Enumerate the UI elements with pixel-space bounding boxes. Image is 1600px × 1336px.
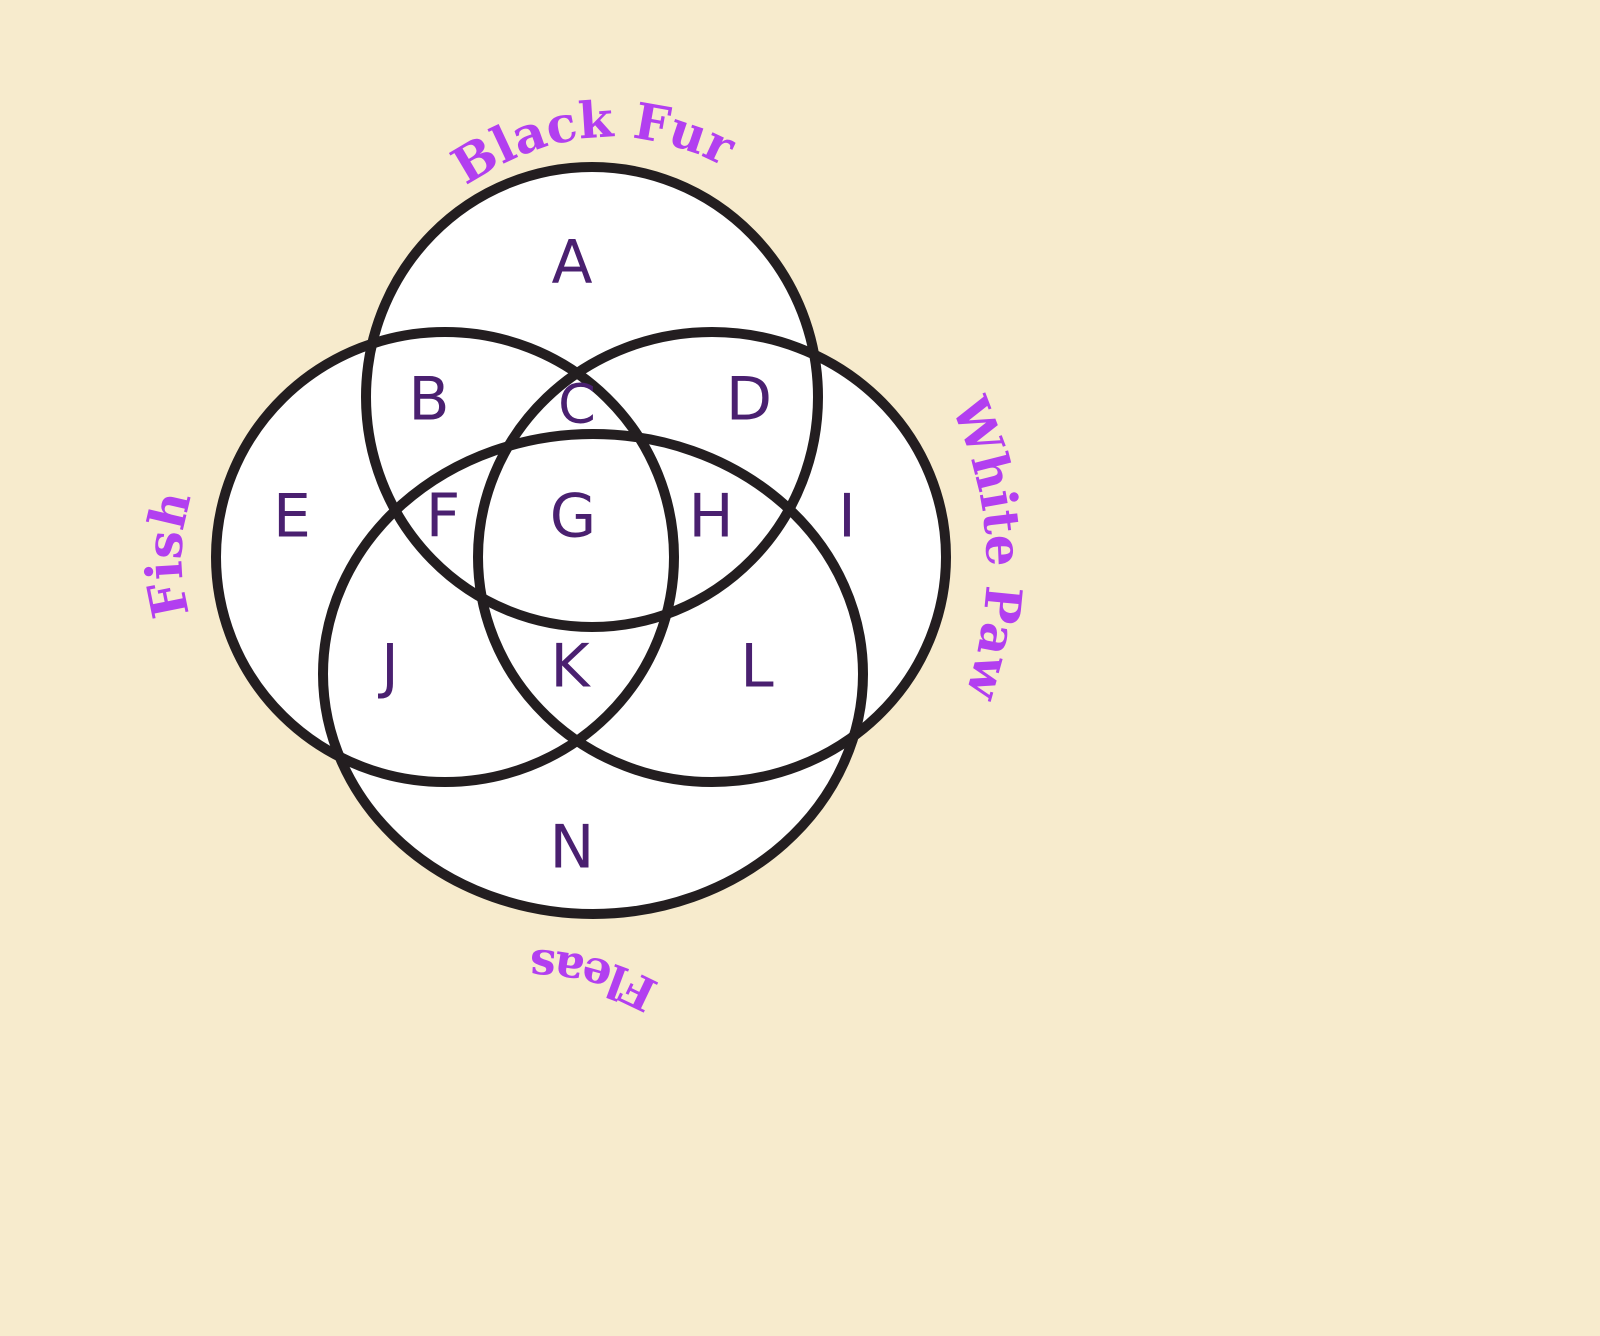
set-label-fish-text: Fish (134, 486, 202, 623)
region-label-d: D (726, 365, 772, 435)
region-label-j: J (377, 632, 399, 702)
black-fur-circle (361, 162, 823, 632)
set-label-white-paw: White Paw (940, 388, 1034, 708)
region-label-k: K (550, 632, 591, 702)
region-label-l: L (740, 632, 774, 702)
fish-circle (211, 327, 679, 787)
white-paw-circle (473, 327, 951, 787)
set-label-fleas: Fleas (528, 939, 665, 1022)
region-label-g: G (550, 482, 597, 552)
region-label-a: A (551, 228, 592, 298)
region-label-n: N (550, 813, 595, 883)
region-label-i: I (838, 482, 856, 552)
fleas-circle (318, 429, 868, 919)
fleas-circle-fill (323, 434, 863, 914)
region-label-h: H (688, 482, 733, 552)
region-label-e: E (273, 482, 311, 552)
region-label-c: C (558, 373, 596, 436)
region-label-f: F (426, 482, 461, 552)
circle-outlines (211, 162, 951, 919)
set-label-fleas-text: Fleas (528, 939, 665, 1022)
region-label-b: B (408, 365, 449, 435)
set-label-white-paw-text: White Paw (940, 388, 1034, 708)
region-labels: A B C D E F G H I J K L N (273, 228, 856, 883)
set-label-fish: Fish (134, 486, 202, 623)
